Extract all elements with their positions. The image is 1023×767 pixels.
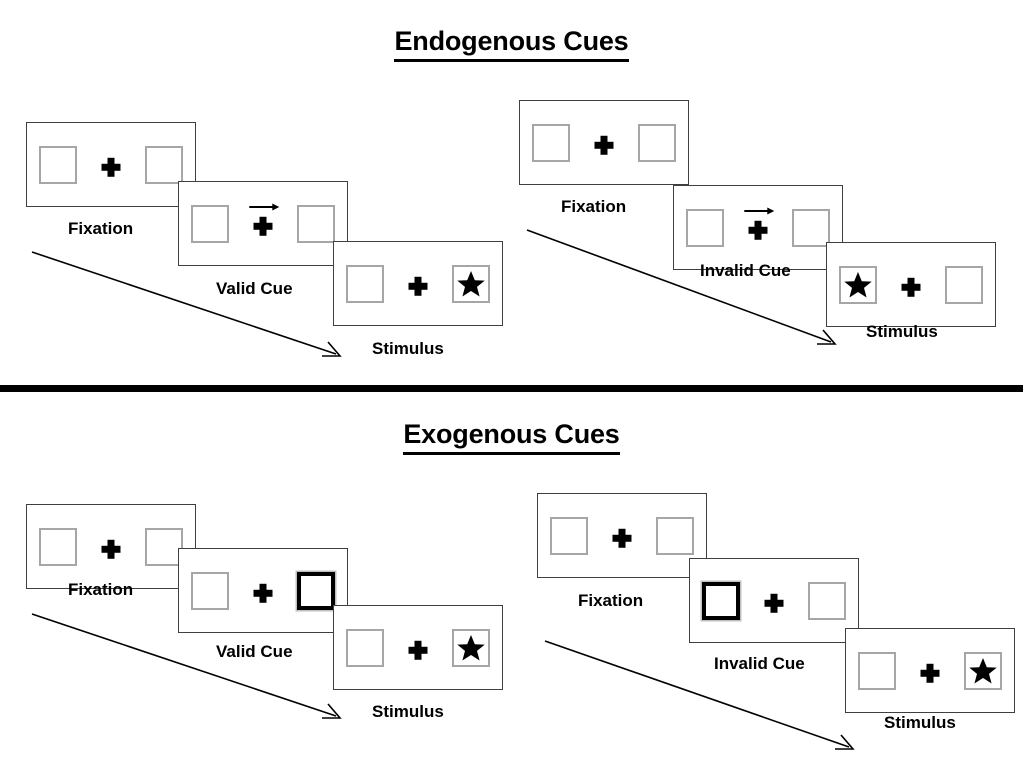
right-box-target bbox=[452, 628, 490, 667]
flow-arrow-endogenous-valid bbox=[30, 248, 350, 368]
fixation-center bbox=[602, 514, 642, 558]
panel-endogenous-invalid-fixation bbox=[519, 100, 689, 185]
left-box bbox=[550, 516, 588, 555]
panel-endogenous-invalid-cue bbox=[673, 185, 843, 270]
right-box bbox=[945, 265, 983, 304]
plus-icon bbox=[920, 663, 940, 683]
right-box bbox=[145, 527, 183, 566]
label-exogenous-valid-fixation: Fixation bbox=[68, 580, 134, 599]
flow-arrow-exogenous-invalid bbox=[543, 637, 863, 757]
right-box bbox=[638, 123, 676, 162]
fixation-center bbox=[584, 121, 624, 165]
left-box bbox=[39, 145, 77, 184]
label-exogenous-invalid-cue: Invalid Cue bbox=[714, 654, 805, 673]
plus-icon bbox=[612, 528, 632, 548]
plus-icon bbox=[764, 593, 784, 613]
right-box-target bbox=[452, 264, 490, 303]
label-exogenous-valid-cue: Valid Cue bbox=[216, 642, 293, 661]
plus-icon bbox=[253, 583, 273, 603]
frame-content bbox=[538, 494, 706, 577]
left-box bbox=[858, 651, 896, 690]
plus-icon bbox=[408, 276, 428, 296]
fixation-center bbox=[243, 569, 283, 613]
panel-exogenous-valid-fixation bbox=[26, 504, 196, 589]
label-endogenous-invalid-stimulus: Stimulus bbox=[866, 322, 938, 341]
left-box-cued bbox=[702, 581, 740, 620]
star-icon bbox=[843, 270, 873, 300]
panel-exogenous-invalid-stimulus bbox=[845, 628, 1015, 713]
plus-icon bbox=[901, 277, 921, 297]
frame-content bbox=[520, 101, 688, 184]
left-box-target bbox=[839, 265, 877, 304]
fixation-center bbox=[91, 143, 131, 187]
section-title-endogenous-text: Endogenous Cues bbox=[394, 26, 629, 62]
plus-icon bbox=[101, 539, 121, 559]
star-icon bbox=[456, 269, 486, 299]
arrow-right-icon bbox=[743, 207, 775, 217]
frame-content bbox=[674, 186, 842, 269]
plus-icon bbox=[594, 135, 614, 155]
left-box bbox=[39, 527, 77, 566]
right-box-cued bbox=[297, 571, 335, 610]
frame-content bbox=[827, 243, 995, 326]
panel-exogenous-invalid-cue bbox=[689, 558, 859, 643]
label-exogenous-invalid-stimulus: Stimulus bbox=[884, 713, 956, 732]
right-box bbox=[145, 145, 183, 184]
plus-icon bbox=[101, 157, 121, 177]
section-title-exogenous: Exogenous Cues bbox=[0, 419, 1023, 455]
plus-icon bbox=[253, 216, 273, 236]
section-title-exogenous-text: Exogenous Cues bbox=[403, 419, 620, 455]
frame-content bbox=[27, 505, 195, 588]
label-endogenous-valid-fixation: Fixation bbox=[68, 219, 134, 238]
left-box bbox=[532, 123, 570, 162]
arrow-right-icon bbox=[248, 203, 280, 213]
panel-exogenous-valid-cue bbox=[178, 548, 348, 633]
panel-endogenous-valid-cue bbox=[178, 181, 348, 266]
panel-exogenous-invalid-fixation bbox=[537, 493, 707, 578]
cue-center bbox=[738, 206, 778, 250]
frame-content bbox=[179, 549, 347, 632]
fixation-center bbox=[754, 579, 794, 623]
panel-exogenous-valid-stimulus bbox=[333, 605, 503, 690]
plus-icon bbox=[748, 220, 768, 240]
left-box bbox=[191, 204, 229, 243]
left-box bbox=[346, 264, 384, 303]
label-exogenous-valid-stimulus: Stimulus bbox=[372, 702, 444, 721]
fixation-center bbox=[398, 262, 438, 306]
right-box bbox=[297, 204, 335, 243]
frame-content bbox=[334, 606, 502, 689]
frame-content bbox=[690, 559, 858, 642]
right-box bbox=[792, 208, 830, 247]
label-exogenous-invalid-fixation: Fixation bbox=[578, 591, 644, 610]
right-box bbox=[808, 581, 846, 620]
left-box bbox=[191, 571, 229, 610]
fixation-center bbox=[398, 626, 438, 670]
frame-content bbox=[334, 242, 502, 325]
panel-endogenous-valid-fixation bbox=[26, 122, 196, 207]
right-box-target bbox=[964, 651, 1002, 690]
left-box bbox=[686, 208, 724, 247]
star-icon bbox=[456, 633, 486, 663]
panel-endogenous-valid-stimulus bbox=[333, 241, 503, 326]
label-endogenous-invalid-fixation: Fixation bbox=[561, 197, 627, 216]
panel-endogenous-invalid-stimulus bbox=[826, 242, 996, 327]
cue-center bbox=[243, 202, 283, 246]
plus-icon bbox=[408, 640, 428, 660]
section-title-endogenous: Endogenous Cues bbox=[0, 26, 1023, 62]
section-divider bbox=[0, 385, 1023, 392]
frame-content bbox=[179, 182, 347, 265]
fixation-center bbox=[910, 649, 950, 693]
right-box bbox=[656, 516, 694, 555]
label-endogenous-invalid-cue: Invalid Cue bbox=[700, 261, 791, 280]
star-icon bbox=[968, 656, 998, 686]
fixation-center bbox=[91, 525, 131, 569]
frame-content bbox=[846, 629, 1014, 712]
frame-content bbox=[27, 123, 195, 206]
label-endogenous-valid-cue: Valid Cue bbox=[216, 279, 293, 298]
label-endogenous-valid-stimulus: Stimulus bbox=[372, 339, 444, 358]
fixation-center bbox=[891, 263, 931, 307]
left-box bbox=[346, 628, 384, 667]
